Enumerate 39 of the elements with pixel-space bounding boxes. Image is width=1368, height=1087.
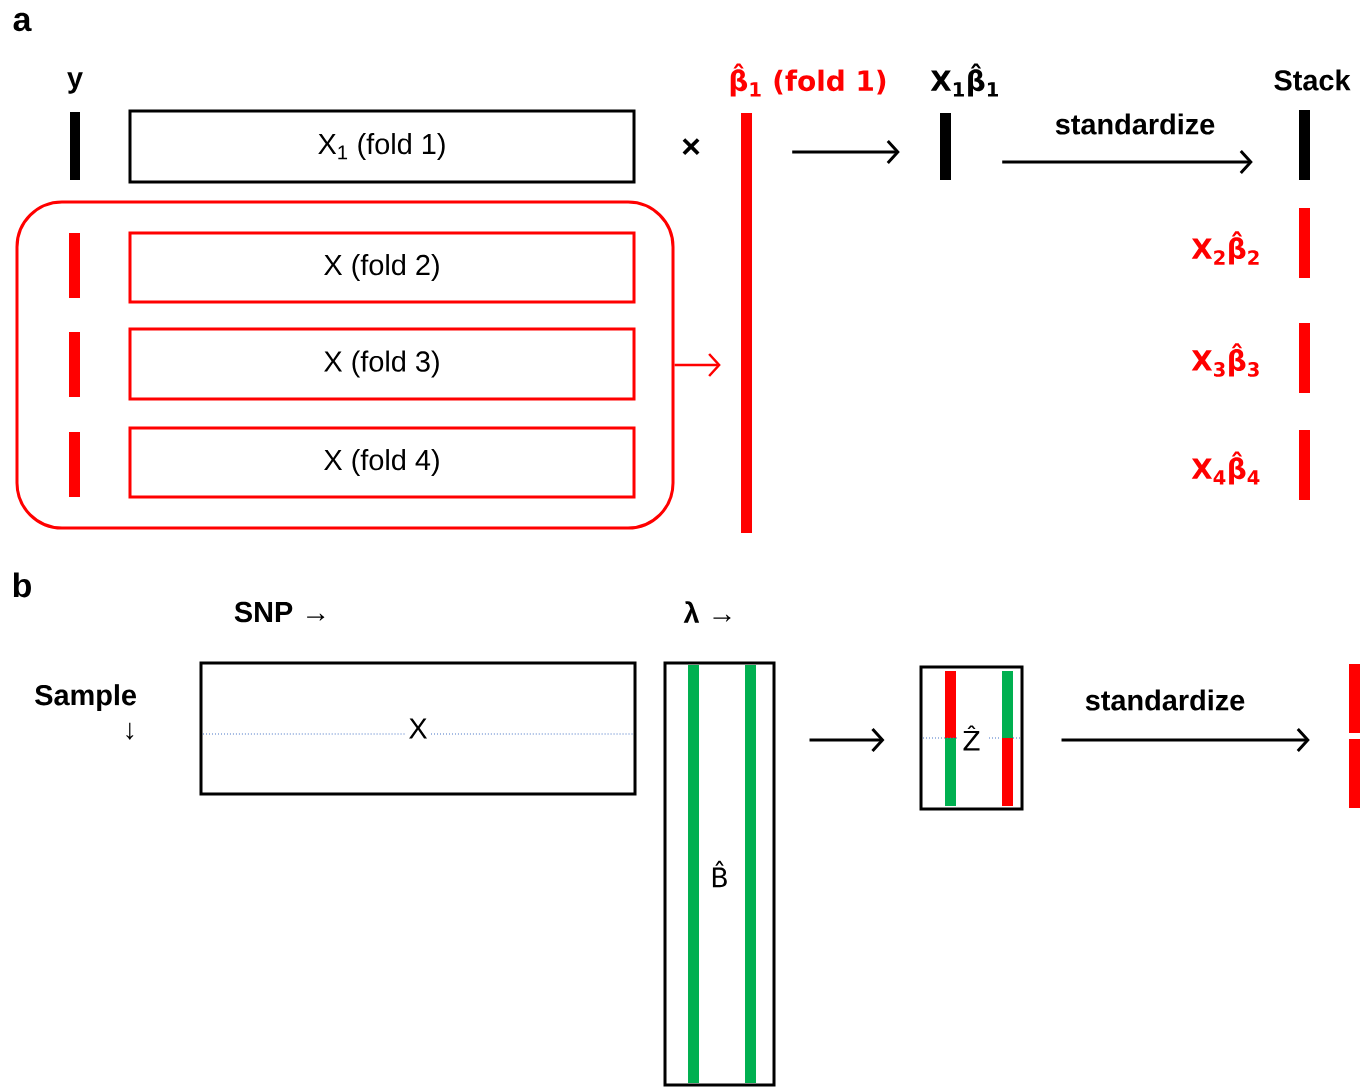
bar <box>1299 430 1310 500</box>
bar <box>1299 323 1310 393</box>
direction-label: SNP → <box>234 601 325 623</box>
matrix-box: B̂ <box>663 661 776 1087</box>
bar <box>69 233 80 298</box>
bar-label: X$_{2}$β̂$_{2}$ <box>1191 231 1259 265</box>
arrow <box>809 728 885 752</box>
edge-label: standardize <box>1082 687 1248 713</box>
bar <box>1349 664 1360 808</box>
matrix-box: X (fold 2) <box>128 231 636 304</box>
bar-label: Stack <box>1274 69 1351 91</box>
bar <box>69 432 80 497</box>
matrix-box: X$_{1}$ (fold 1) <box>128 109 636 184</box>
bar-label: X$_{1}$β̂$_{1}$ <box>930 63 998 97</box>
matrix-box: Ẑ <box>919 665 1024 811</box>
bar <box>1299 110 1310 180</box>
arrow <box>674 353 721 377</box>
bar-label: X$_{3}$β̂$_{3}$ <box>1191 343 1259 377</box>
bar <box>741 113 752 533</box>
bar <box>940 113 951 180</box>
arrow <box>1002 150 1253 174</box>
bar-label: y <box>67 72 83 94</box>
multiply-sign: × <box>682 138 700 156</box>
arrow <box>1061 728 1310 752</box>
bar <box>69 332 80 397</box>
rounded-group-box <box>15 200 675 530</box>
direction-label: Sample ↓ <box>35 684 136 740</box>
bar <box>1299 208 1310 278</box>
matrix-box: X (fold 4) <box>128 426 636 499</box>
bar <box>70 112 80 180</box>
arrow <box>792 140 900 164</box>
panel-label: b <box>13 572 31 598</box>
panel-label: a <box>13 12 32 32</box>
matrix-box: X (fold 3) <box>128 327 636 401</box>
matrix-box: X <box>199 661 637 796</box>
bar-label: X$_{4}$β̂$_{4}$ <box>1191 451 1260 485</box>
direction-label: λ → <box>683 601 731 623</box>
edge-label: standardize <box>1052 111 1218 137</box>
bar-label: β̂$_{1}$ (fold 1) <box>730 63 886 97</box>
